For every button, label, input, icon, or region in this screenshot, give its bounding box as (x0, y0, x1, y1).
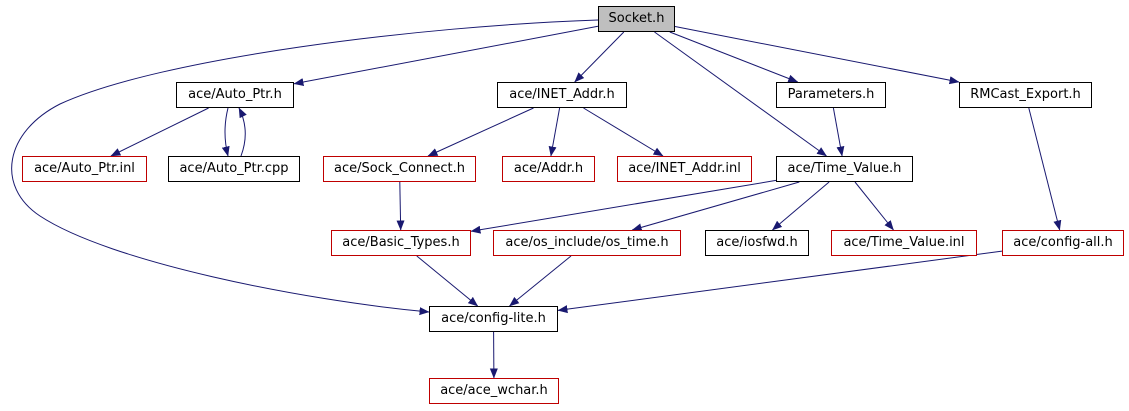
edge-time-value-h-to-time-value-inl (854, 181, 894, 231)
edge-sock-connect-h-to-basic-types-h (396, 181, 405, 231)
edge-socket-to-auto-ptr-h (293, 25, 599, 86)
node-time-value-inl[interactable]: ace/Time_Value.inl (831, 230, 977, 256)
edge-socket-to-config-lite-h (11, 19, 599, 316)
node-iosfwd-h[interactable]: ace/iosfwd.h (705, 230, 809, 256)
node-socket: Socket.h (598, 6, 675, 32)
node-config-lite-h[interactable]: ace/config-lite.h (429, 306, 558, 332)
node-parameters-h[interactable]: Parameters.h (776, 82, 886, 108)
node-basic-types-h[interactable]: ace/Basic_Types.h (331, 230, 471, 256)
edge-os-time-h-to-config-lite-h (509, 255, 572, 307)
node-auto-ptr-h[interactable]: ace/Auto_Ptr.h (176, 82, 294, 108)
edge-time-value-h-to-iosfwd-h (772, 181, 830, 231)
node-auto-ptr-inl[interactable]: ace/Auto_Ptr.inl (22, 156, 147, 182)
node-ace-wchar-h[interactable]: ace/ace_wchar.h (429, 378, 559, 404)
node-addr-h[interactable]: ace/Addr.h (502, 156, 595, 182)
node-rmcast-export-h[interactable]: RMCast_Export.h (959, 82, 1092, 108)
edge-auto-ptr-h-to-auto-ptr-inl (110, 107, 209, 157)
node-inet-addr-h[interactable]: ace/INET_Addr.h (497, 82, 627, 108)
edge-socket-to-rmcast-export-h (674, 26, 960, 85)
node-os-time-h[interactable]: ace/os_include/os_time.h (493, 230, 681, 256)
node-auto-ptr-cpp[interactable]: ace/Auto_Ptr.cpp (168, 156, 300, 182)
edge-time-value-h-to-basic-types-h (470, 179, 777, 234)
edge-inet-addr-h-to-sock-connect-h (427, 107, 534, 157)
edge-config-all-h-to-config-lite-h (557, 250, 1003, 314)
edge-time-value-h-to-os-time-h (631, 181, 800, 232)
edge-inet-addr-h-to-inet-addr-inl (583, 107, 664, 157)
edge-parameters-h-to-time-value-h (832, 107, 845, 157)
edge-socket-to-parameters-h (669, 31, 799, 83)
edge-socket-to-inet-addr-h (574, 31, 625, 83)
edge-rmcast-export-h-to-config-all-h (1028, 107, 1062, 231)
edge-inet-addr-h-to-addr-h (548, 107, 561, 157)
node-config-all-h[interactable]: ace/config-all.h (1002, 230, 1124, 256)
node-sock-connect-h[interactable]: ace/Sock_Connect.h (323, 156, 476, 182)
edge-basic-types-h-to-config-lite-h (416, 255, 479, 307)
node-time-value-h[interactable]: ace/Time_Value.h (776, 156, 913, 182)
edge-socket-to-time-value-h (654, 31, 827, 157)
edge-auto-ptr-h-to-auto-ptr-cpp (221, 107, 230, 157)
node-inet-addr-inl[interactable]: ace/INET_Addr.inl (617, 156, 752, 182)
edge-auto-ptr-cpp-to-auto-ptr-h (238, 107, 247, 157)
